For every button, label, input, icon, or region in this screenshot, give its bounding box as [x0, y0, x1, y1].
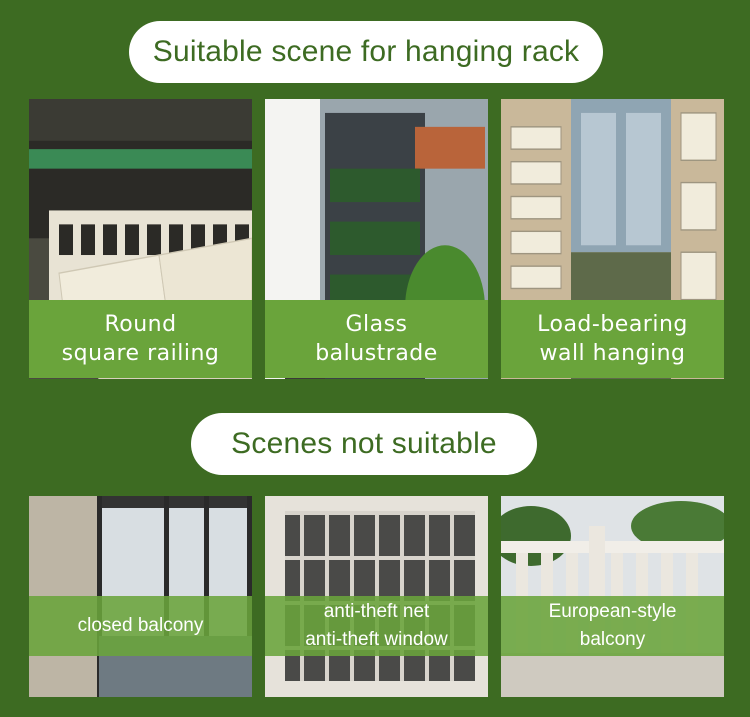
caption-line-2: balcony: [579, 629, 646, 650]
suitable-card-glass: Glass balustrade: [265, 99, 488, 379]
suitable-heading: Suitable scene for hanging rack: [129, 21, 603, 83]
unsuitable-heading-text: Scenes not suitable: [231, 427, 497, 460]
unsuitable-caption-european: European-style balcony: [501, 596, 724, 656]
suitable-caption-wall: Load-bearing wall hanging: [501, 300, 724, 378]
caption-line-1: closed balcony: [77, 615, 204, 636]
unsuitable-card-antitheft: anti-theft net anti-theft window: [265, 496, 488, 697]
caption-line-2: square railing: [61, 341, 220, 366]
suitable-card-wall: Load-bearing wall hanging: [501, 99, 724, 379]
caption-line-2: balustrade: [315, 341, 438, 366]
suitable-caption-glass: Glass balustrade: [265, 300, 488, 378]
unsuitable-card-european: European-style balcony: [501, 496, 724, 697]
caption-line-1: Round: [104, 312, 177, 337]
caption-line-1: anti-theft net: [323, 601, 430, 622]
unsuitable-card-closed: closed balcony: [29, 496, 252, 697]
suitable-card-railing: Round square railing: [29, 99, 252, 379]
caption-line-1: European-style: [548, 601, 677, 622]
unsuitable-caption-antitheft: anti-theft net anti-theft window: [265, 596, 488, 656]
caption-line-1: Load-bearing: [537, 312, 688, 337]
unsuitable-caption-closed: closed balcony: [29, 596, 252, 656]
caption-line-2: anti-theft window: [305, 629, 448, 650]
unsuitable-heading: Scenes not suitable: [191, 413, 537, 475]
suitable-heading-text: Suitable scene for hanging rack: [152, 35, 580, 68]
suitable-caption-railing: Round square railing: [29, 300, 252, 378]
caption-line-2: wall hanging: [539, 341, 686, 366]
caption-line-1: Glass: [345, 312, 408, 337]
